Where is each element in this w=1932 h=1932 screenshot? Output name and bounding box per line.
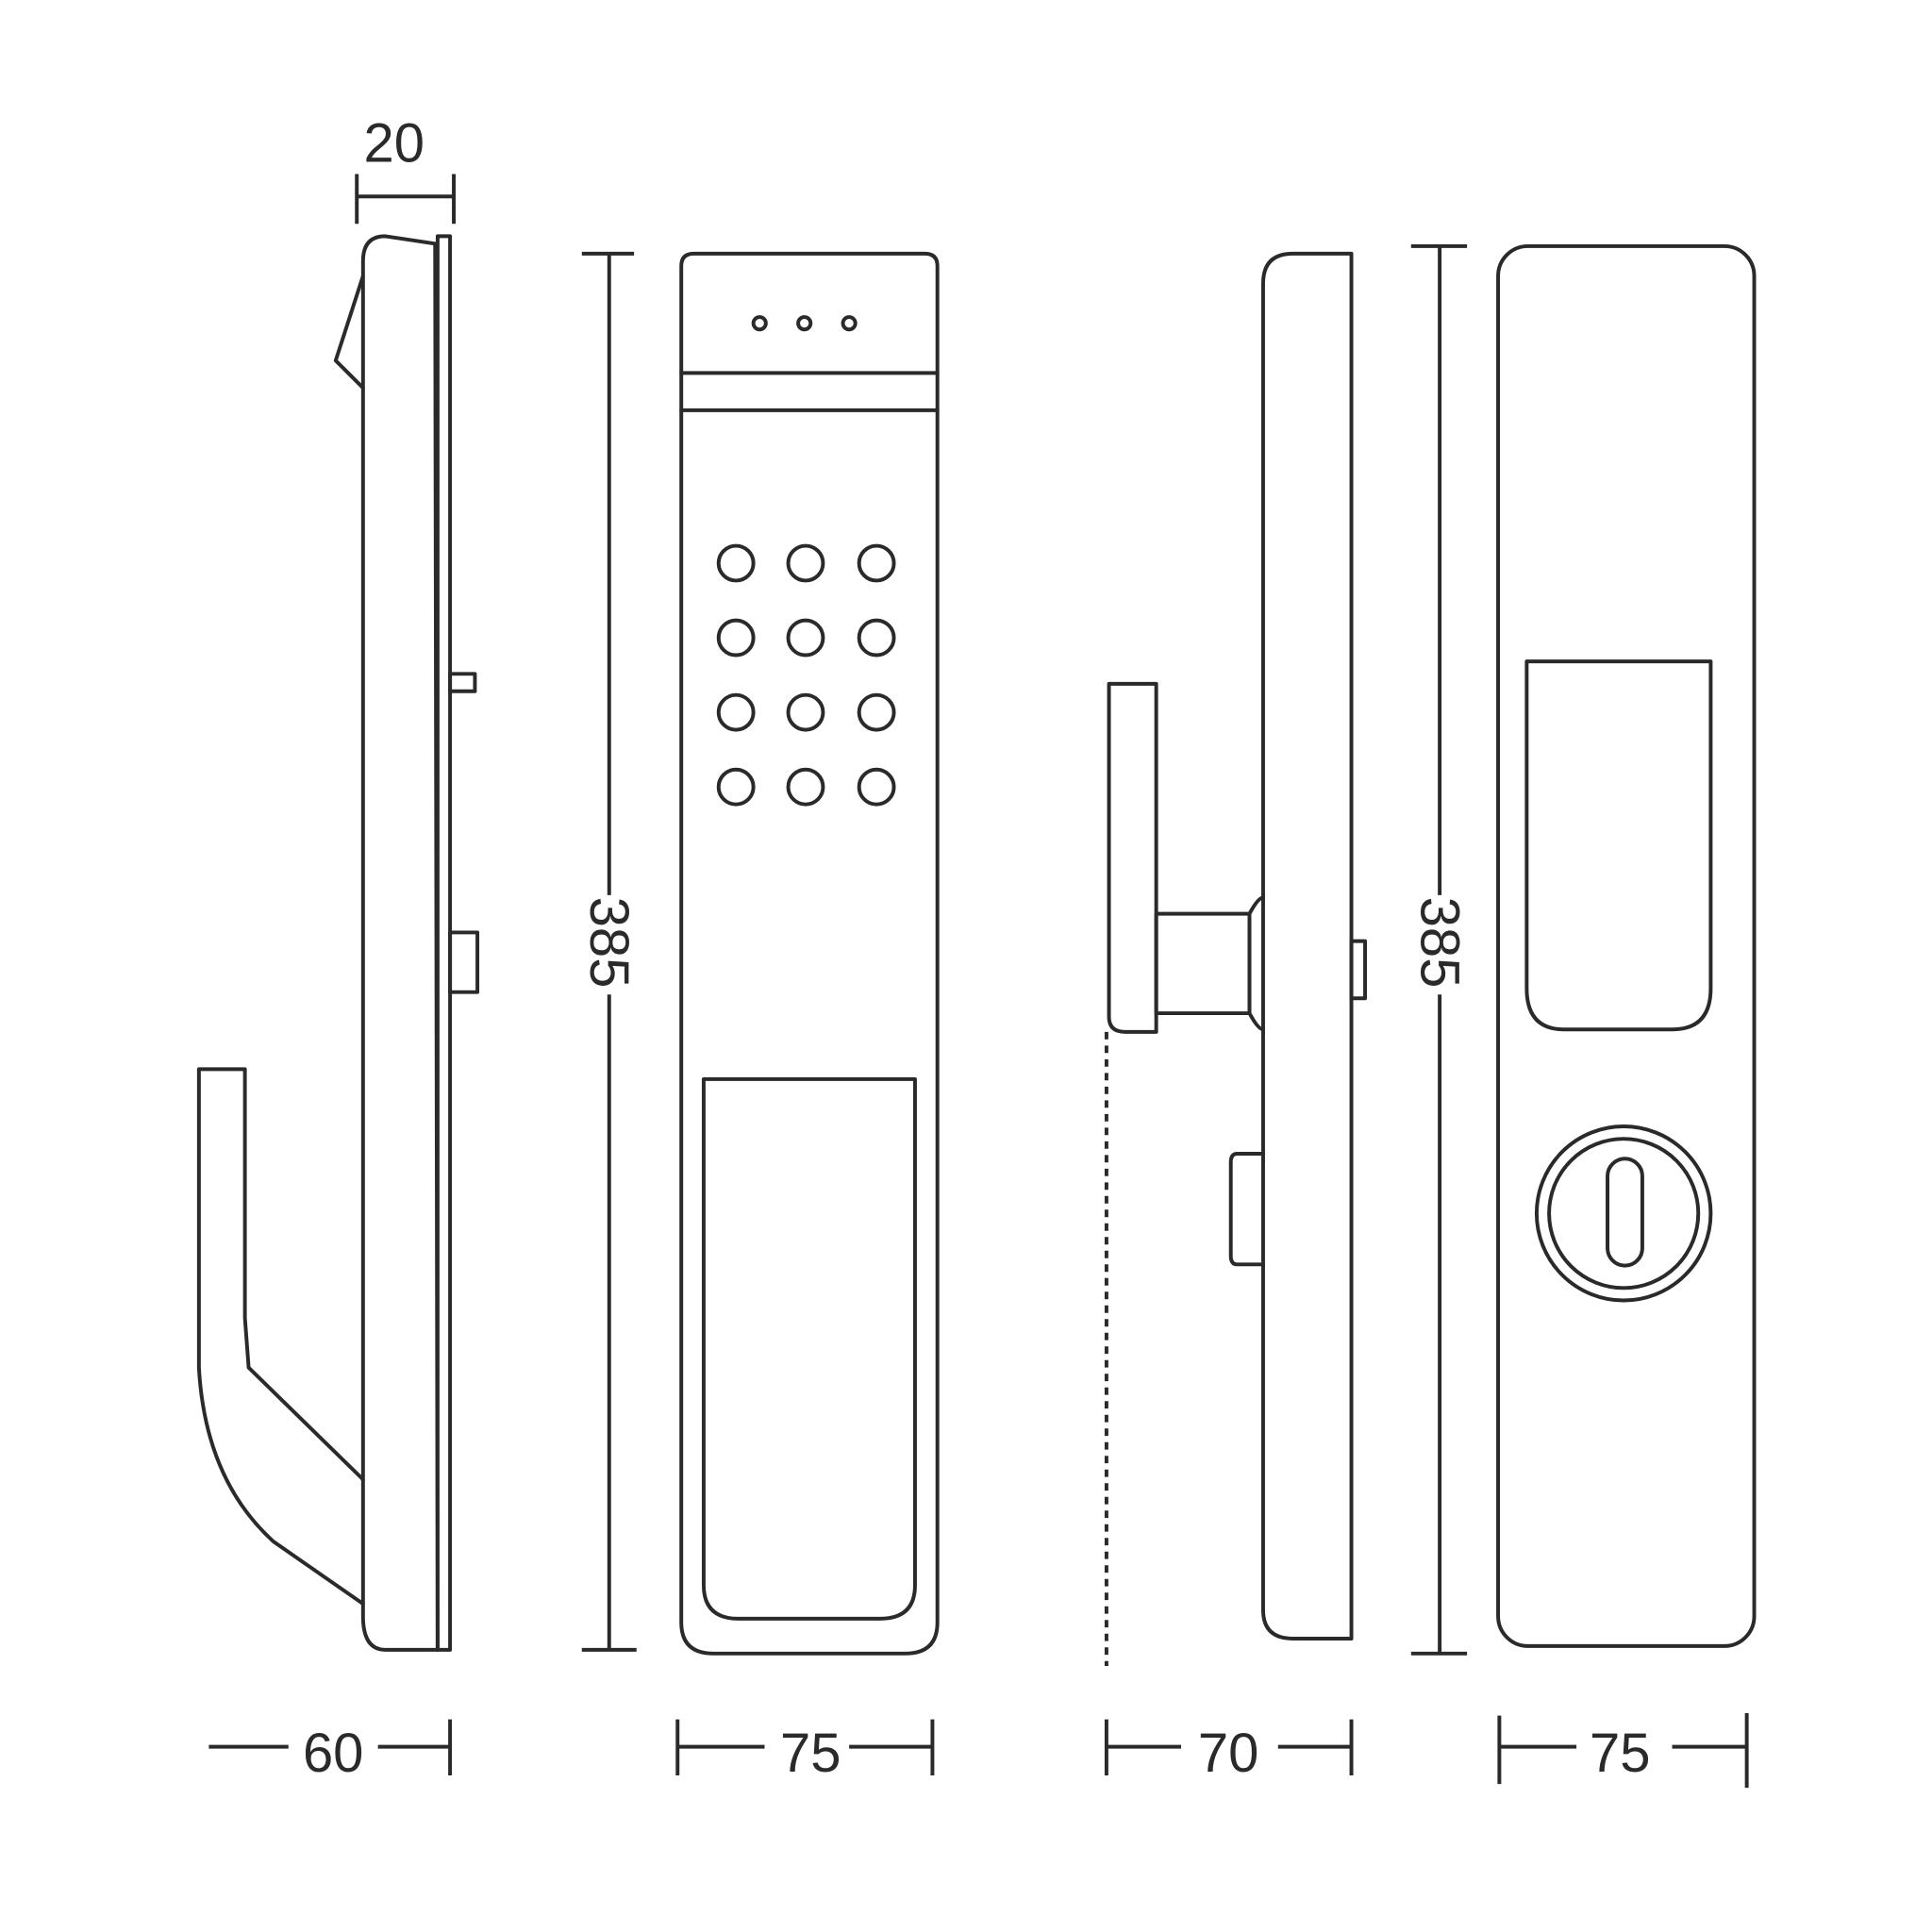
dimension-height-385-front: 385 bbox=[578, 897, 639, 989]
indicator-led bbox=[751, 315, 768, 332]
right-side-view: 70 bbox=[1104, 251, 1368, 1784]
dimension-width-70: 70 bbox=[1198, 1724, 1258, 1784]
left-side-view: 20 60 bbox=[196, 113, 480, 1784]
indicator-led bbox=[796, 315, 813, 332]
keypad bbox=[716, 543, 896, 807]
indicator-led bbox=[841, 315, 858, 332]
dimension-width-75-back: 75 bbox=[1590, 1724, 1650, 1784]
back-view: 385 75 bbox=[1408, 243, 1757, 1789]
dimension-width-60: 60 bbox=[303, 1724, 363, 1784]
front-keypad-view: 385 75 bbox=[578, 251, 940, 1784]
dimension-depth-20: 20 bbox=[364, 113, 425, 174]
dimension-width-75-front: 75 bbox=[780, 1724, 841, 1784]
keyhole-icon bbox=[1606, 1157, 1644, 1268]
dimension-height-385-back: 385 bbox=[1408, 897, 1469, 989]
key-cylinder bbox=[1534, 1124, 1713, 1303]
